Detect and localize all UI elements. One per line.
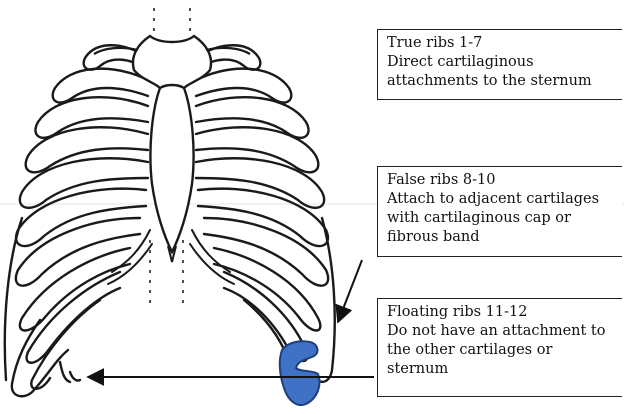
false-ribs-caption: False ribs 8-10 Attach to adjacent carti… bbox=[377, 166, 622, 257]
true-ribs-line-2: attachments to the sternum bbox=[387, 72, 616, 91]
manubrium bbox=[133, 36, 211, 88]
true-ribs-line-1: Direct cartilaginous bbox=[387, 53, 616, 72]
false-ribs-title: False ribs 8-10 bbox=[387, 171, 616, 190]
false-ribs-line-1: Attach to adjacent cartilages bbox=[387, 190, 616, 209]
false-ribs-line-2: with cartilaginous cap or bbox=[387, 209, 616, 228]
right-ribs bbox=[194, 45, 335, 382]
floating-ribs-line-1: Do not have an attachment to bbox=[387, 322, 616, 341]
rib-cage-outline bbox=[5, 36, 335, 405]
false-ribs-line-3: fibrous band bbox=[387, 228, 616, 247]
true-ribs-caption: True ribs 1-7 Direct cartilaginous attac… bbox=[377, 29, 622, 100]
floating-ribs-line-3: sternum bbox=[387, 360, 616, 379]
true-ribs-title: True ribs 1-7 bbox=[387, 34, 616, 53]
left-clavicle-stub bbox=[94, 48, 138, 54]
sternum bbox=[150, 85, 193, 252]
floating-ribs-caption: Floating ribs 11-12 Do not have an attac… bbox=[377, 298, 622, 397]
floating-rib-highlight bbox=[280, 341, 320, 405]
false-ribs-arrow bbox=[338, 260, 362, 322]
left-ribs bbox=[5, 45, 150, 396]
floating-ribs-title: Floating ribs 11-12 bbox=[387, 303, 616, 322]
right-clavicle-stub bbox=[206, 48, 250, 54]
floating-ribs-line-2: the other cartilages or bbox=[387, 341, 616, 360]
